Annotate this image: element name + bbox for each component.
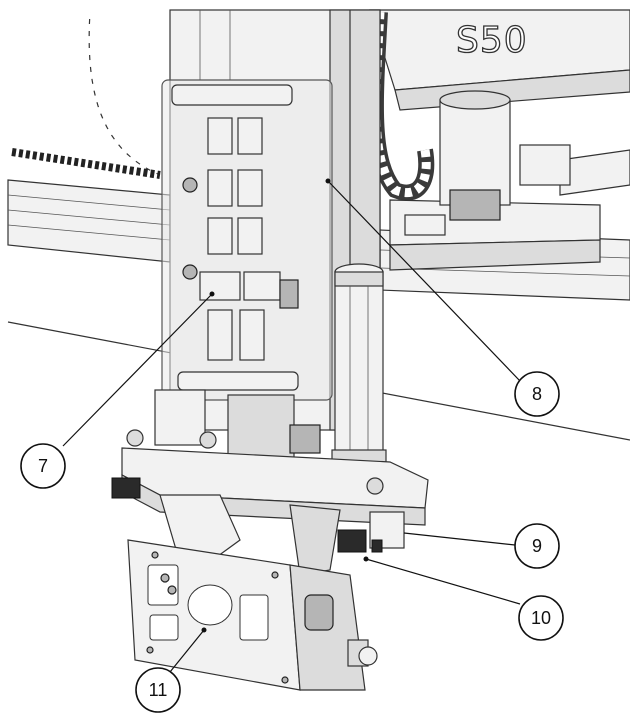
tool-mounting-plate [127, 494, 378, 691]
sensor-block [369, 511, 405, 553]
callout-9-label: 9 [532, 536, 542, 556]
pneumatic-cylinder [331, 263, 387, 473]
callout-7: 7 [20, 291, 215, 489]
callout-11-label: 11 [149, 680, 168, 700]
callout-10: 10 [363, 556, 564, 641]
callout-8: 8 [325, 178, 560, 417]
callout-7-label: 7 [38, 456, 48, 476]
callout-9: 9 [403, 523, 560, 569]
motor-assembly [389, 90, 601, 271]
callout-10-label: 10 [531, 608, 551, 628]
s50-logo: S50 [456, 20, 528, 61]
transparent-cover [161, 79, 333, 401]
callout-11: 11 [135, 627, 207, 713]
callout-8-label: 8 [532, 384, 542, 404]
